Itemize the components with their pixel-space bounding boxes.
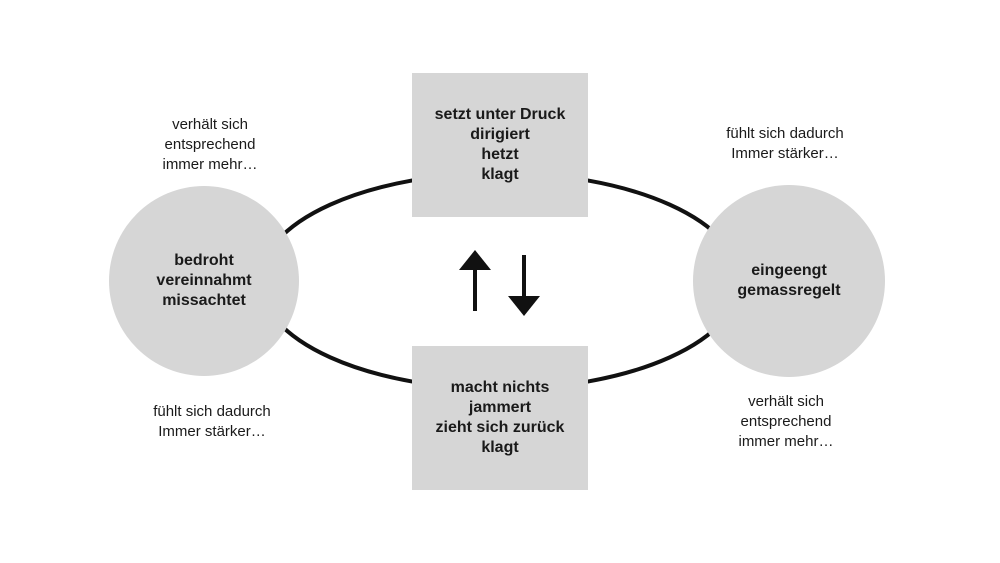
- note-line: entsprechend: [164, 136, 256, 153]
- note-bottom-right: verhält sich entsprechend immer mehr…: [704, 390, 868, 454]
- bottom-box: [412, 346, 588, 490]
- top-box-line: klagt: [481, 166, 519, 183]
- note-line: verhält sich: [172, 116, 248, 133]
- right-circle-line: eingeengt: [751, 262, 827, 279]
- down-arrow-icon: [508, 255, 540, 316]
- note-line: Immer stärker…: [158, 423, 266, 440]
- bottom-box-text: macht nichts jammert zieht sich zurück k…: [412, 346, 588, 490]
- top-box-text: setzt unter Druck dirigiert hetzt klagt: [412, 73, 588, 217]
- note-line: immer mehr…: [738, 433, 834, 450]
- right-circle-line: gemassregelt: [737, 282, 841, 299]
- note-line: Immer stärker…: [731, 145, 839, 162]
- note-top-right: fühlt sich dadurch Immer stärker…: [700, 122, 870, 166]
- bottom-box-line: jammert: [468, 399, 532, 416]
- note-top-left: verhält sich entsprechend immer mehr…: [130, 113, 290, 177]
- note-bottom-left: fühlt sich dadurch Immer stärker…: [130, 400, 294, 444]
- left-circle-line: missachtet: [162, 292, 246, 309]
- bottom-box-line: zieht sich zurück: [435, 419, 565, 436]
- left-circle-line: bedroht: [174, 252, 234, 269]
- bottom-box-line: macht nichts: [450, 379, 550, 396]
- note-line: fühlt sich dadurch: [726, 125, 844, 142]
- note-line: immer mehr…: [162, 156, 258, 173]
- up-arrow-icon: [459, 250, 491, 311]
- top-box-line: hetzt: [481, 146, 519, 163]
- bottom-box-line: klagt: [481, 439, 519, 456]
- top-box: [412, 73, 588, 217]
- note-line: entsprechend: [740, 413, 832, 430]
- note-line: fühlt sich dadurch: [153, 403, 271, 420]
- left-circle-line: vereinnahmt: [156, 272, 252, 289]
- note-line: verhält sich: [748, 393, 824, 410]
- right-circle-text: eingeengt gemassregelt: [693, 186, 885, 376]
- left-circle: [109, 186, 299, 376]
- left-circle-text: bedroht vereinnahmt missachtet: [114, 186, 294, 376]
- top-box-line: setzt unter Druck: [434, 106, 566, 123]
- top-box-line: dirigiert: [470, 126, 530, 143]
- right-circle: [693, 185, 885, 377]
